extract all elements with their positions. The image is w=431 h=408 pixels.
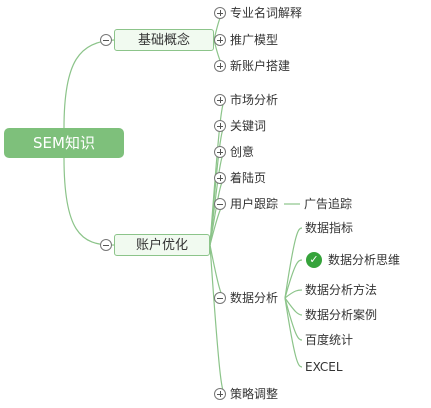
- root-node[interactable]: SEM知识: [4, 128, 124, 158]
- node-user-tracking[interactable]: 用户跟踪: [230, 197, 279, 211]
- node-baidu-stats[interactable]: 百度统计: [305, 333, 354, 347]
- collapse-account-icon[interactable]: [100, 239, 112, 251]
- node-market-analysis[interactable]: 市场分析: [230, 93, 279, 107]
- expand-keywords-icon[interactable]: [214, 120, 226, 132]
- node-data-methods[interactable]: 数据分析方法: [305, 283, 378, 297]
- collapse-tracking-icon[interactable]: [214, 198, 226, 210]
- expand-creative-icon[interactable]: [214, 146, 226, 158]
- node-creative[interactable]: 创意: [230, 145, 255, 159]
- node-ad-tracking[interactable]: 广告追踪: [304, 197, 353, 211]
- expand-model-icon[interactable]: [214, 34, 226, 46]
- node-basics[interactable]: 基础概念: [114, 29, 214, 51]
- expand-strategy-icon[interactable]: [214, 388, 226, 400]
- expand-terms-icon[interactable]: [214, 7, 226, 19]
- node-keywords[interactable]: 关键词: [230, 119, 267, 133]
- check-circle-icon: ✓: [306, 252, 322, 268]
- collapse-basics-icon[interactable]: [100, 34, 112, 46]
- node-new-account[interactable]: 新账户搭建: [230, 59, 291, 73]
- expand-new-account-icon[interactable]: [214, 60, 226, 72]
- node-terms[interactable]: 专业名词解释: [230, 6, 303, 20]
- expand-market-icon[interactable]: [214, 94, 226, 106]
- node-account-optimization[interactable]: 账户优化: [114, 234, 210, 256]
- node-excel[interactable]: EXCEL: [305, 360, 343, 374]
- node-data-analysis[interactable]: 数据分析: [230, 291, 279, 305]
- collapse-data-analysis-icon[interactable]: [214, 292, 226, 304]
- expand-landing-icon[interactable]: [214, 172, 226, 184]
- node-data-cases[interactable]: 数据分析案例: [305, 308, 378, 322]
- node-data-metrics[interactable]: 数据指标: [305, 221, 354, 235]
- node-data-thinking[interactable]: 数据分析思维: [328, 253, 401, 267]
- node-landing-page[interactable]: 着陆页: [230, 171, 267, 185]
- node-promo-model[interactable]: 推广模型: [230, 33, 279, 47]
- node-strategy[interactable]: 策略调整: [230, 387, 279, 401]
